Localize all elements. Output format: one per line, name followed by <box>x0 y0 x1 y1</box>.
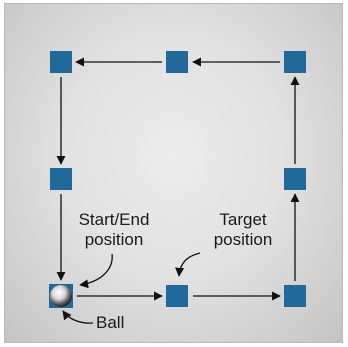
ball <box>50 285 72 307</box>
callout-arrow-target <box>175 252 201 277</box>
square-top-right <box>284 51 306 73</box>
square-top-middle <box>166 51 188 73</box>
ball-label: Ball <box>96 313 125 332</box>
square-bottom-middle <box>166 285 188 307</box>
square-top-left <box>50 51 72 73</box>
target-label-line1: Target <box>219 210 267 229</box>
start-end-label: Start/End position <box>70 210 158 250</box>
start-end-label-line1: Start/End <box>78 210 150 229</box>
target-label: Target position <box>202 210 284 250</box>
callout-arrow-ball <box>62 310 94 324</box>
square-bottom-right <box>284 285 306 307</box>
callout-arrow-start-end <box>79 253 113 289</box>
target-label-line2: position <box>213 230 273 249</box>
start-end-label-line2: position <box>84 230 144 249</box>
square-right-middle <box>284 168 306 190</box>
square-left-middle <box>50 168 72 190</box>
